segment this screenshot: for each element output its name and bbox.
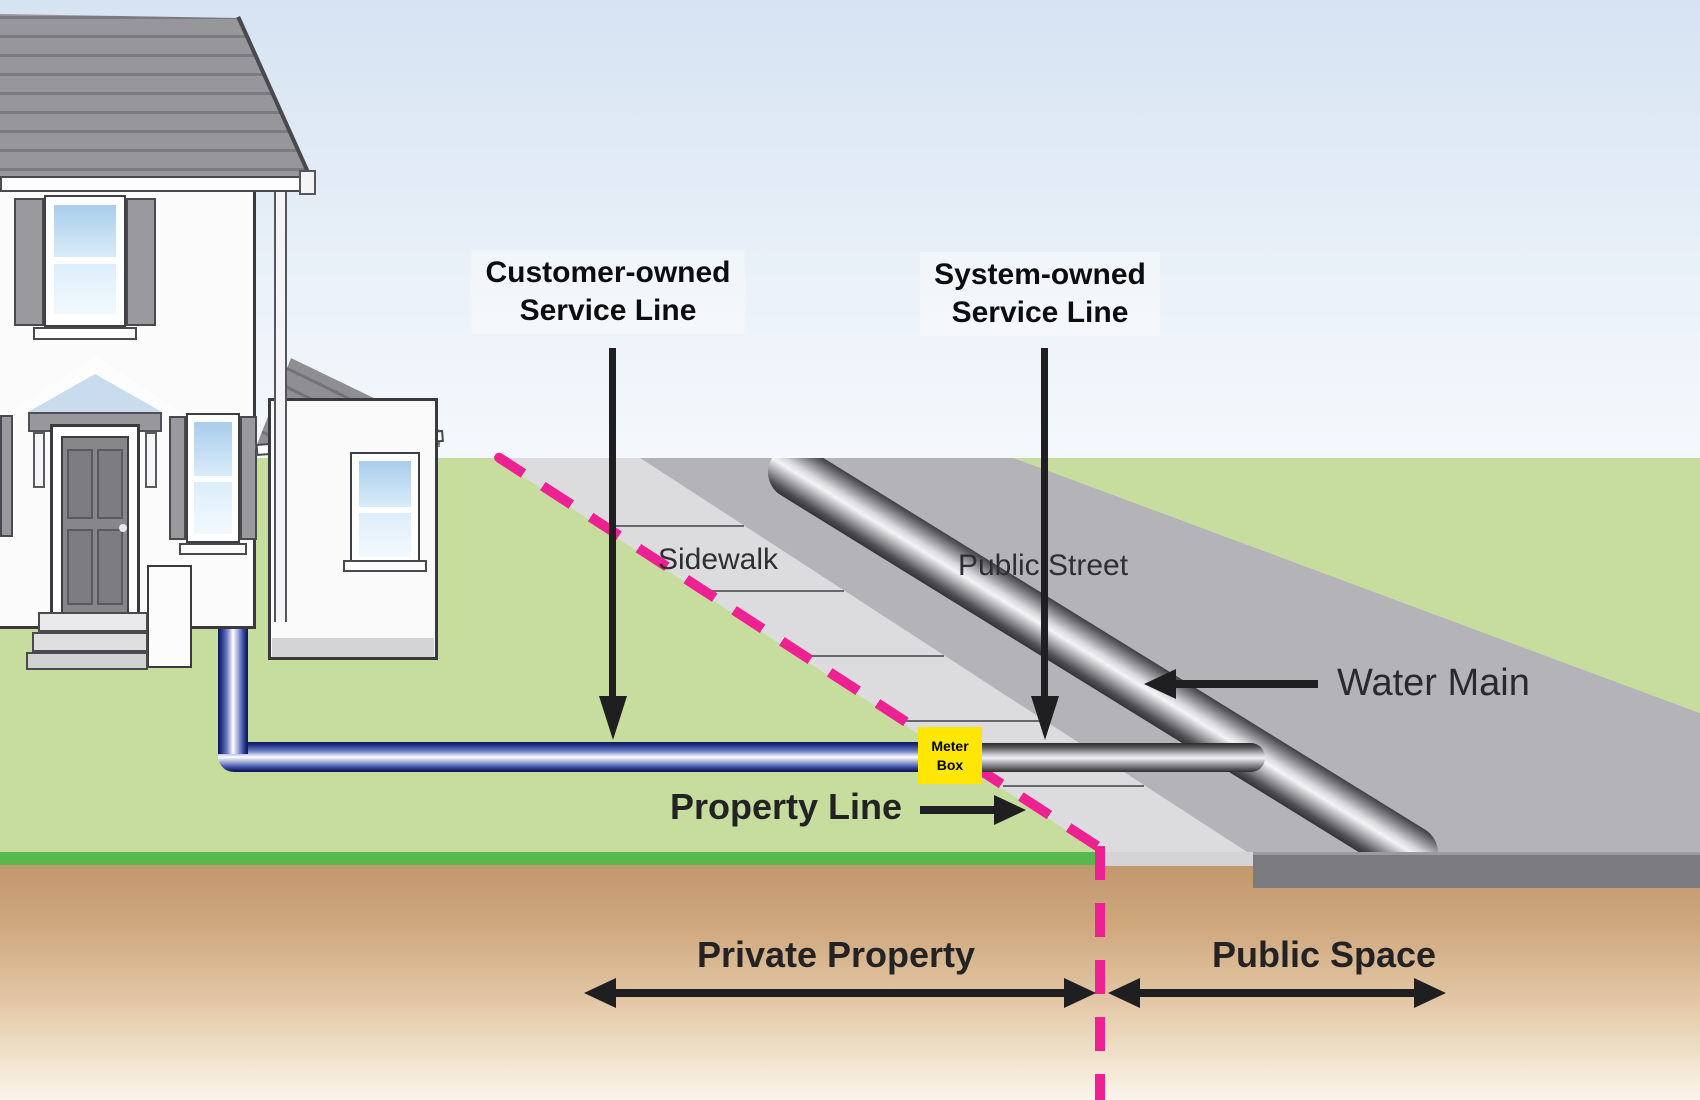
lower-window-shutter-left [169,416,186,540]
water-main-arrow-line [1174,680,1318,688]
door-panel [67,449,93,519]
left-arrow-icon [1108,978,1140,1008]
private-property-arrow-line [614,989,1066,997]
left-arrow-icon [584,978,616,1008]
upper-window-pane-bottom [54,264,116,314]
door-panel [67,529,93,605]
upper-window-sill [33,327,137,340]
side-building-foundation [272,638,434,657]
sidewalk-label: Sidewalk [657,543,779,576]
public-street-label: Public Street [957,549,1129,582]
lower-window-sill [179,543,247,555]
porch-step [38,612,148,632]
sidewalk-joint-line [903,720,1044,722]
right-arrow-icon [994,795,1026,825]
private-property-label: Private Property [696,934,976,975]
soil-cross-section [0,852,1700,1100]
system-label-line1: System-owned [934,258,1146,291]
customer-service-pipe-horizontal [218,742,919,772]
water-main-label: Water Main [1337,662,1530,704]
meter-box-label-line1: Meter [931,737,969,754]
door-panel [97,449,123,519]
side-window-sill [343,560,427,572]
lower-window-pane-bottom [194,482,232,534]
porch-step [32,632,148,652]
left-arrow-icon [1144,669,1176,699]
sidewalk-joint-line [603,525,744,527]
sidewalk-edge-strip [1100,852,1253,866]
sidewalk-joint-line [1003,785,1144,787]
house-fascia [0,176,314,192]
customer-label-line1: Customer-owned [485,256,731,289]
system-label-line2: Service Line [951,296,1129,329]
lower-window-shutter-right [240,416,257,540]
system-arrow-line [1041,348,1048,696]
meter-box: Meter Box [918,727,982,784]
side-window-pane-top [359,461,411,507]
system-service-pipe [975,743,1265,772]
lower-window-pane-top [194,422,232,476]
customer-service-pipe-vertical [218,628,248,754]
street-edge-strip [1253,852,1700,888]
porch-post-right [145,432,157,488]
porch-step [26,652,148,670]
customer-label-line2: Service Line [519,294,697,327]
sidewalk-joint-line [803,655,944,657]
meter-box-label-line2: Box [936,756,964,773]
porch-post-left [33,432,45,488]
grass-edge-strip [0,852,1100,865]
property-line-label: Property Line [669,786,903,827]
customer-service-line-label: Customer-owned Service Line [471,250,745,334]
system-service-line-label: System-owned Service Line [920,252,1160,336]
downspout [274,192,287,622]
property-line-arrow-line [920,806,996,814]
public-space-label: Public Space [1211,934,1437,975]
stoop-wall [147,565,192,668]
right-arrow-icon [1064,978,1096,1008]
upper-window-pane-top [54,205,116,257]
right-arrow-icon [1414,978,1446,1008]
lower-window-shutter-partial [0,415,13,537]
side-window-pane-bottom [359,513,411,557]
upper-window-shutter-left [14,198,44,326]
door-knob [119,524,127,532]
down-arrow-icon [599,696,627,740]
gutter-end-cap [299,170,316,195]
public-space-arrow-line [1138,989,1416,997]
door-panel [97,529,123,605]
down-arrow-icon [1031,696,1059,740]
property-line-dashed-vertical [1095,846,1105,1100]
sidewalk-joint-line [703,590,844,592]
upper-window-shutter-right [126,198,156,326]
customer-arrow-line [609,348,616,696]
